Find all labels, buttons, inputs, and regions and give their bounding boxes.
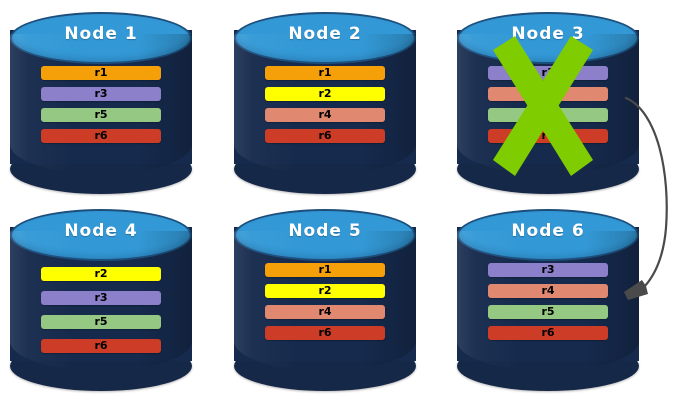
cylinder-top-5 (234, 209, 416, 261)
replica-label: r4 (541, 87, 555, 100)
replica-bar: r3 (488, 263, 608, 277)
replica-label: r3 (94, 291, 108, 304)
node-title-4: Node 4 (64, 221, 138, 241)
cylinder-top-2 (234, 12, 416, 64)
replica-label: r1 (318, 263, 332, 276)
cylinder-top-1 (10, 12, 192, 64)
replica-bar: r1 (265, 66, 385, 80)
node-cylinder-4: Node 4 r2 r3 r5 r6 (10, 205, 192, 391)
replica-label: r6 (318, 326, 332, 339)
replica-label: r6 (94, 129, 108, 142)
replica-label: r6 (94, 339, 108, 352)
replica-label: r1 (318, 66, 332, 79)
replica-label: r4 (318, 305, 332, 318)
replica-label: r5 (541, 108, 555, 121)
replica-label: r6 (541, 326, 555, 339)
replica-bar: r5 (41, 108, 161, 122)
replica-label: r5 (541, 305, 555, 318)
replica-label: r4 (541, 284, 555, 297)
replica-label: r1 (94, 66, 108, 79)
node-title-2: Node 2 (288, 24, 362, 44)
node-title-6: Node 6 (511, 221, 585, 241)
replica-list-3: r3 r4 r5 r6 (488, 66, 608, 150)
replica-bar: r6 (41, 129, 161, 143)
replica-label: r6 (541, 129, 555, 142)
replica-label: r2 (318, 284, 332, 297)
replica-label: r2 (94, 267, 108, 280)
replica-bar: r4 (265, 305, 385, 319)
replica-label: r3 (541, 66, 555, 79)
replica-bar: r1 (41, 66, 161, 80)
replica-bar: r3 (488, 66, 608, 80)
replica-bar: r2 (41, 267, 161, 281)
replica-label: r4 (318, 108, 332, 121)
replica-label: r5 (94, 315, 108, 328)
replica-bar: r4 (265, 108, 385, 122)
cylinder-top-4 (10, 209, 192, 261)
node-cylinder-2: Node 2 r1 r2 r4 r6 (234, 8, 416, 194)
replica-label: r5 (94, 108, 108, 121)
replica-bar: r6 (488, 326, 608, 340)
node-title-3: Node 3 (511, 24, 585, 44)
replica-list-1: r1 r3 r5 r6 (41, 66, 161, 150)
node-title-5: Node 5 (288, 221, 362, 241)
replica-label: r3 (94, 87, 108, 100)
replica-bar: r5 (488, 305, 608, 319)
replica-bar: r3 (41, 291, 161, 305)
replica-bar: r6 (488, 129, 608, 143)
node-cylinder-1: Node 1 r1 r3 r5 r6 (10, 8, 192, 194)
replica-bar: r5 (488, 108, 608, 122)
replica-bar: r1 (265, 263, 385, 277)
replica-bar: r4 (488, 284, 608, 298)
node-title-1: Node 1 (64, 24, 138, 44)
replica-list-5: r1 r2 r4 r6 (265, 263, 385, 347)
node-cylinder-5: Node 5 r1 r2 r4 r6 (234, 205, 416, 391)
replica-bar: r3 (41, 87, 161, 101)
cylinder-top-6 (457, 209, 639, 261)
replica-label: r6 (318, 129, 332, 142)
replica-list-6: r3 r4 r5 r6 (488, 263, 608, 347)
replica-label: r2 (318, 87, 332, 100)
replica-bar: r6 (265, 326, 385, 340)
replica-bar: r6 (41, 339, 161, 353)
replica-bar: r5 (41, 315, 161, 329)
replica-list-4: r2 r3 r5 r6 (41, 267, 161, 363)
transfer-arrow-icon (624, 96, 668, 300)
replica-bar: r6 (265, 129, 385, 143)
replica-list-2: r1 r2 r4 r6 (265, 66, 385, 150)
replica-label: r3 (541, 263, 555, 276)
replica-bar: r2 (265, 87, 385, 101)
replica-bar: r4 (488, 87, 608, 101)
replica-bar: r2 (265, 284, 385, 298)
